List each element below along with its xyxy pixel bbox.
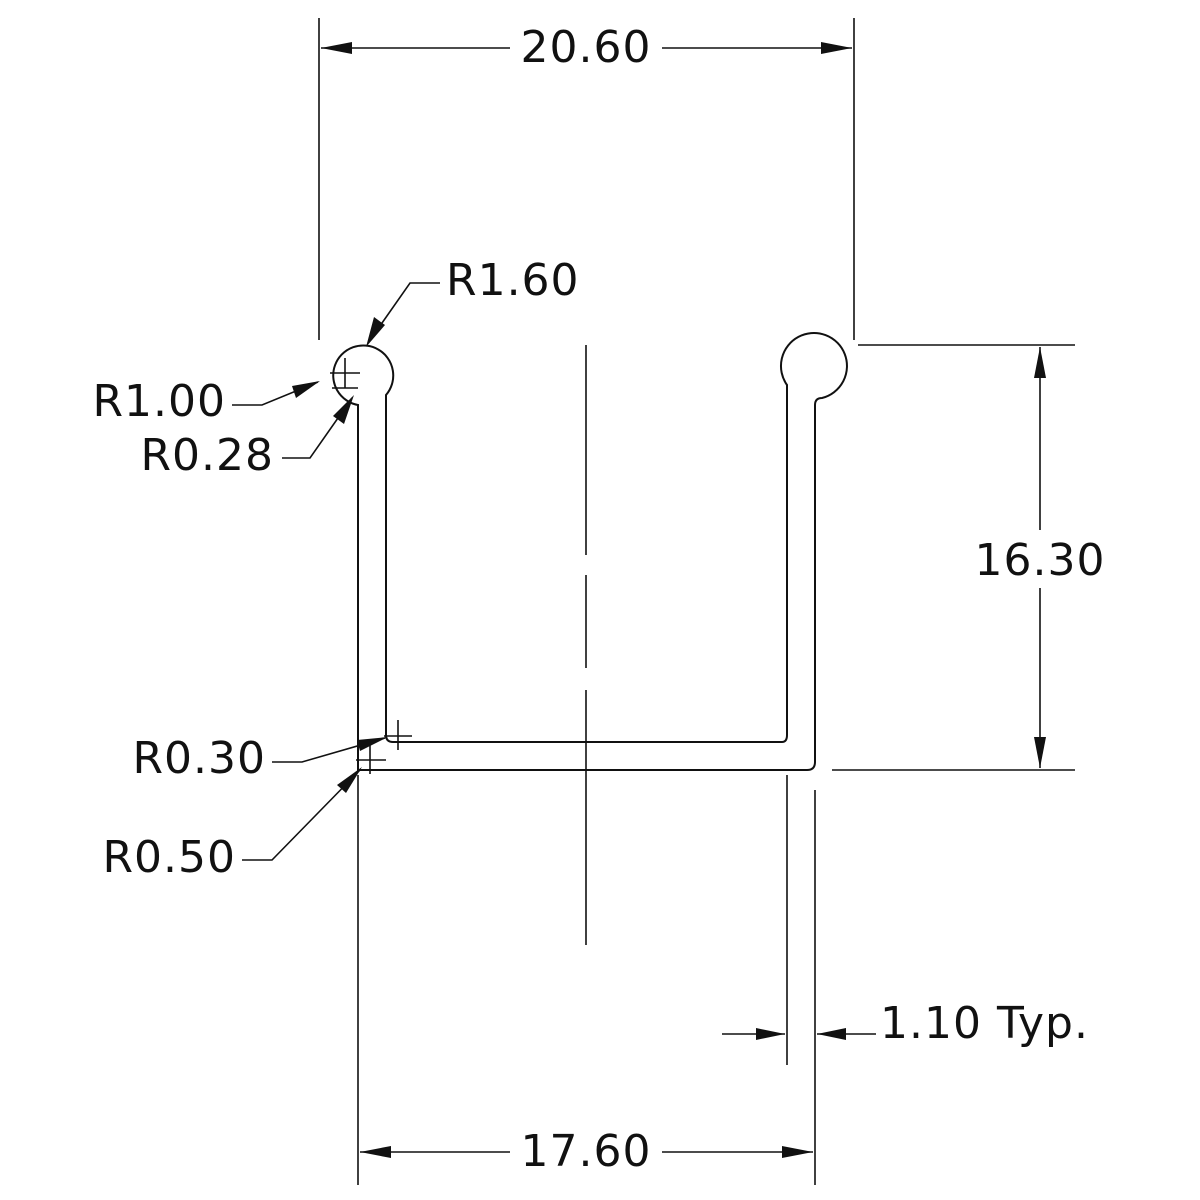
- dimension-height: 16.30: [832, 344, 1106, 771]
- height-label: 16.30: [975, 535, 1106, 586]
- dimension-thickness: 1.10 Typ.: [722, 775, 1089, 1065]
- left-hem-bead: [332, 332, 848, 771]
- r0-50-label: R0.50: [102, 832, 236, 883]
- radius-callout-r0-28: R0.28: [140, 395, 354, 481]
- dimension-bottom-width: 17.60: [357, 775, 816, 1185]
- bottom-width-label: 17.60: [521, 1126, 652, 1177]
- r1-60-label: R1.60: [446, 255, 580, 306]
- radius-callout-r0-30: R0.30: [132, 733, 388, 784]
- radius-callout-r1-00: R1.00: [92, 376, 320, 427]
- radius-callout-r0-50: R0.50: [102, 767, 362, 883]
- channel-profile: [332, 332, 848, 771]
- radius-callout-r1-60: R1.60: [366, 255, 580, 347]
- r0-30-label: R0.30: [132, 733, 266, 784]
- center-marks: [330, 358, 412, 774]
- dimension-overall-width: 20.60: [318, 18, 855, 340]
- r1-00-label: R1.00: [92, 376, 226, 427]
- r0-28-label: R0.28: [140, 430, 274, 481]
- thickness-label: 1.10 Typ.: [880, 998, 1089, 1049]
- overall-width-label: 20.60: [521, 22, 652, 73]
